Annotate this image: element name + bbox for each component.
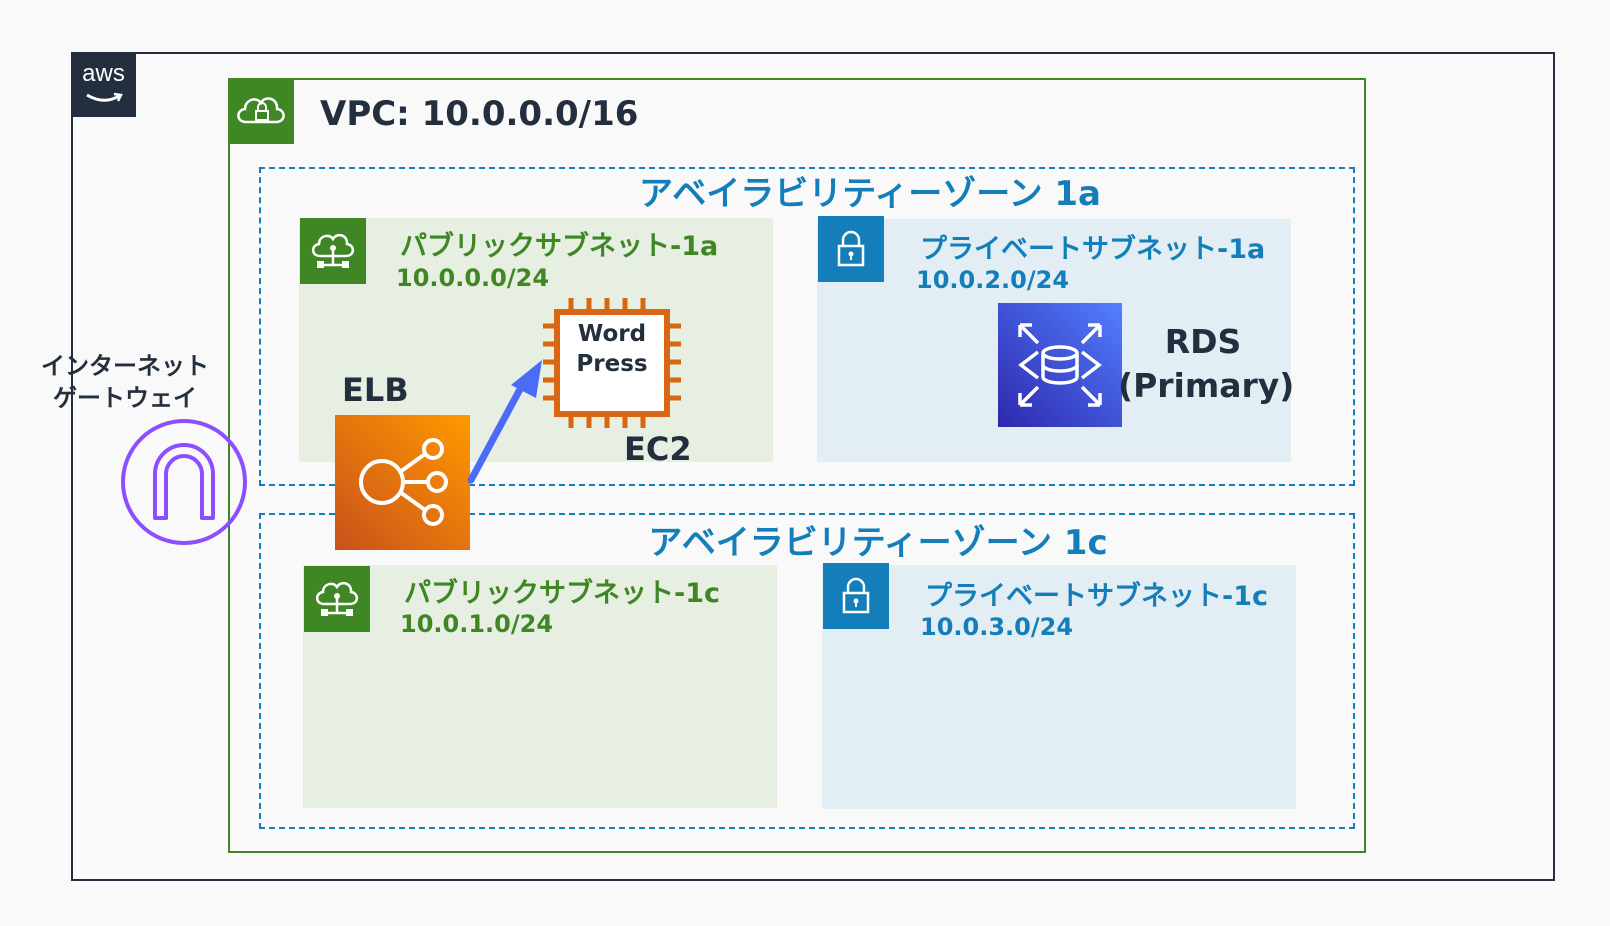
private-subnet-1c-lock-icon xyxy=(823,563,889,629)
az-1a-title: アベイラビリティーゾーン 1a xyxy=(638,174,1102,214)
az-1a-group xyxy=(259,167,1355,486)
public-subnet-1c-icon xyxy=(304,566,370,632)
private-subnet-1c xyxy=(822,565,1296,809)
elb-to-ec2-arrow xyxy=(467,360,542,484)
elb-icon xyxy=(335,415,470,550)
igw-label-line1: インターネット xyxy=(41,352,209,380)
ec2-chip-icon xyxy=(543,298,681,428)
rds-label-line2: (Primary) xyxy=(1118,366,1295,405)
public-subnet-1c-name: パブリックサブネット-1c xyxy=(404,578,720,609)
az-1c-group xyxy=(259,513,1355,829)
igw-label-line2: ゲートウェイ xyxy=(53,384,197,412)
ec2-app-line1: Word xyxy=(577,321,647,347)
public-subnet-1a-name: パブリックサブネット-1a xyxy=(400,231,719,262)
private-subnet-1a-cidr: 10.0.2.0/24 xyxy=(916,266,1070,294)
private-subnet-1a-lock-icon xyxy=(818,216,884,282)
public-subnet-1a-icon xyxy=(300,218,366,284)
az-1c-title: アベイラビリティーゾーン 1c xyxy=(648,523,1108,563)
vpc-title: VPC: 10.0.0.0/16 xyxy=(320,94,639,134)
public-subnet-1a-cidr: 10.0.0.0/24 xyxy=(396,264,550,292)
ec2-app-label: Word Press xyxy=(562,319,662,379)
ec2-app-line2: Press xyxy=(576,351,648,377)
rds-label: RDS (Primary) xyxy=(1118,320,1295,408)
aws-smile-icon xyxy=(86,92,123,102)
public-subnet-1c xyxy=(303,565,777,808)
private-subnet-1c-name: プライベートサブネット-1c xyxy=(925,581,1268,612)
ec2-label: EC2 xyxy=(624,430,692,468)
public-subnet-1c-cidr: 10.0.1.0/24 xyxy=(400,610,554,638)
aws-cloud-group xyxy=(71,52,1555,881)
private-subnet-1a-name: プライベートサブネット-1a xyxy=(920,234,1266,265)
aws-logo-text: aws xyxy=(82,60,125,87)
elb-label: ELB xyxy=(342,371,409,409)
internet-gateway-icon xyxy=(121,419,247,545)
vpc-group xyxy=(228,78,1366,853)
aws-logo: aws xyxy=(71,52,136,117)
igw-label: インターネット ゲートウェイ xyxy=(20,350,230,414)
private-subnet-1c-cidr: 10.0.3.0/24 xyxy=(920,613,1074,641)
vpc-cloud-lock-icon xyxy=(228,78,294,144)
rds-label-line1: RDS xyxy=(1164,322,1242,361)
rds-database-icon xyxy=(998,303,1122,427)
